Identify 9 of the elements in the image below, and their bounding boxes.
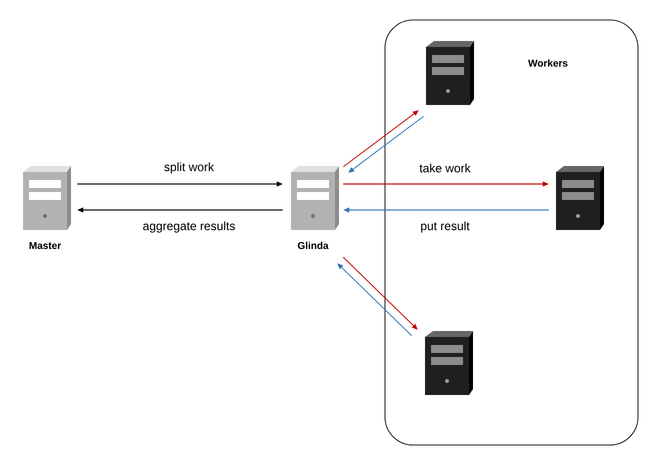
edge-label: aggregate results	[142, 220, 236, 234]
server-drawing	[556, 166, 604, 230]
server-drawing	[425, 331, 473, 395]
edge-label: take work	[418, 162, 472, 174]
edge-label: put result	[419, 220, 471, 234]
server-drawing	[426, 41, 474, 105]
server-label: Glinda	[298, 242, 329, 250]
edge-label: split work	[163, 161, 215, 175]
server-label: Master	[30, 242, 61, 250]
